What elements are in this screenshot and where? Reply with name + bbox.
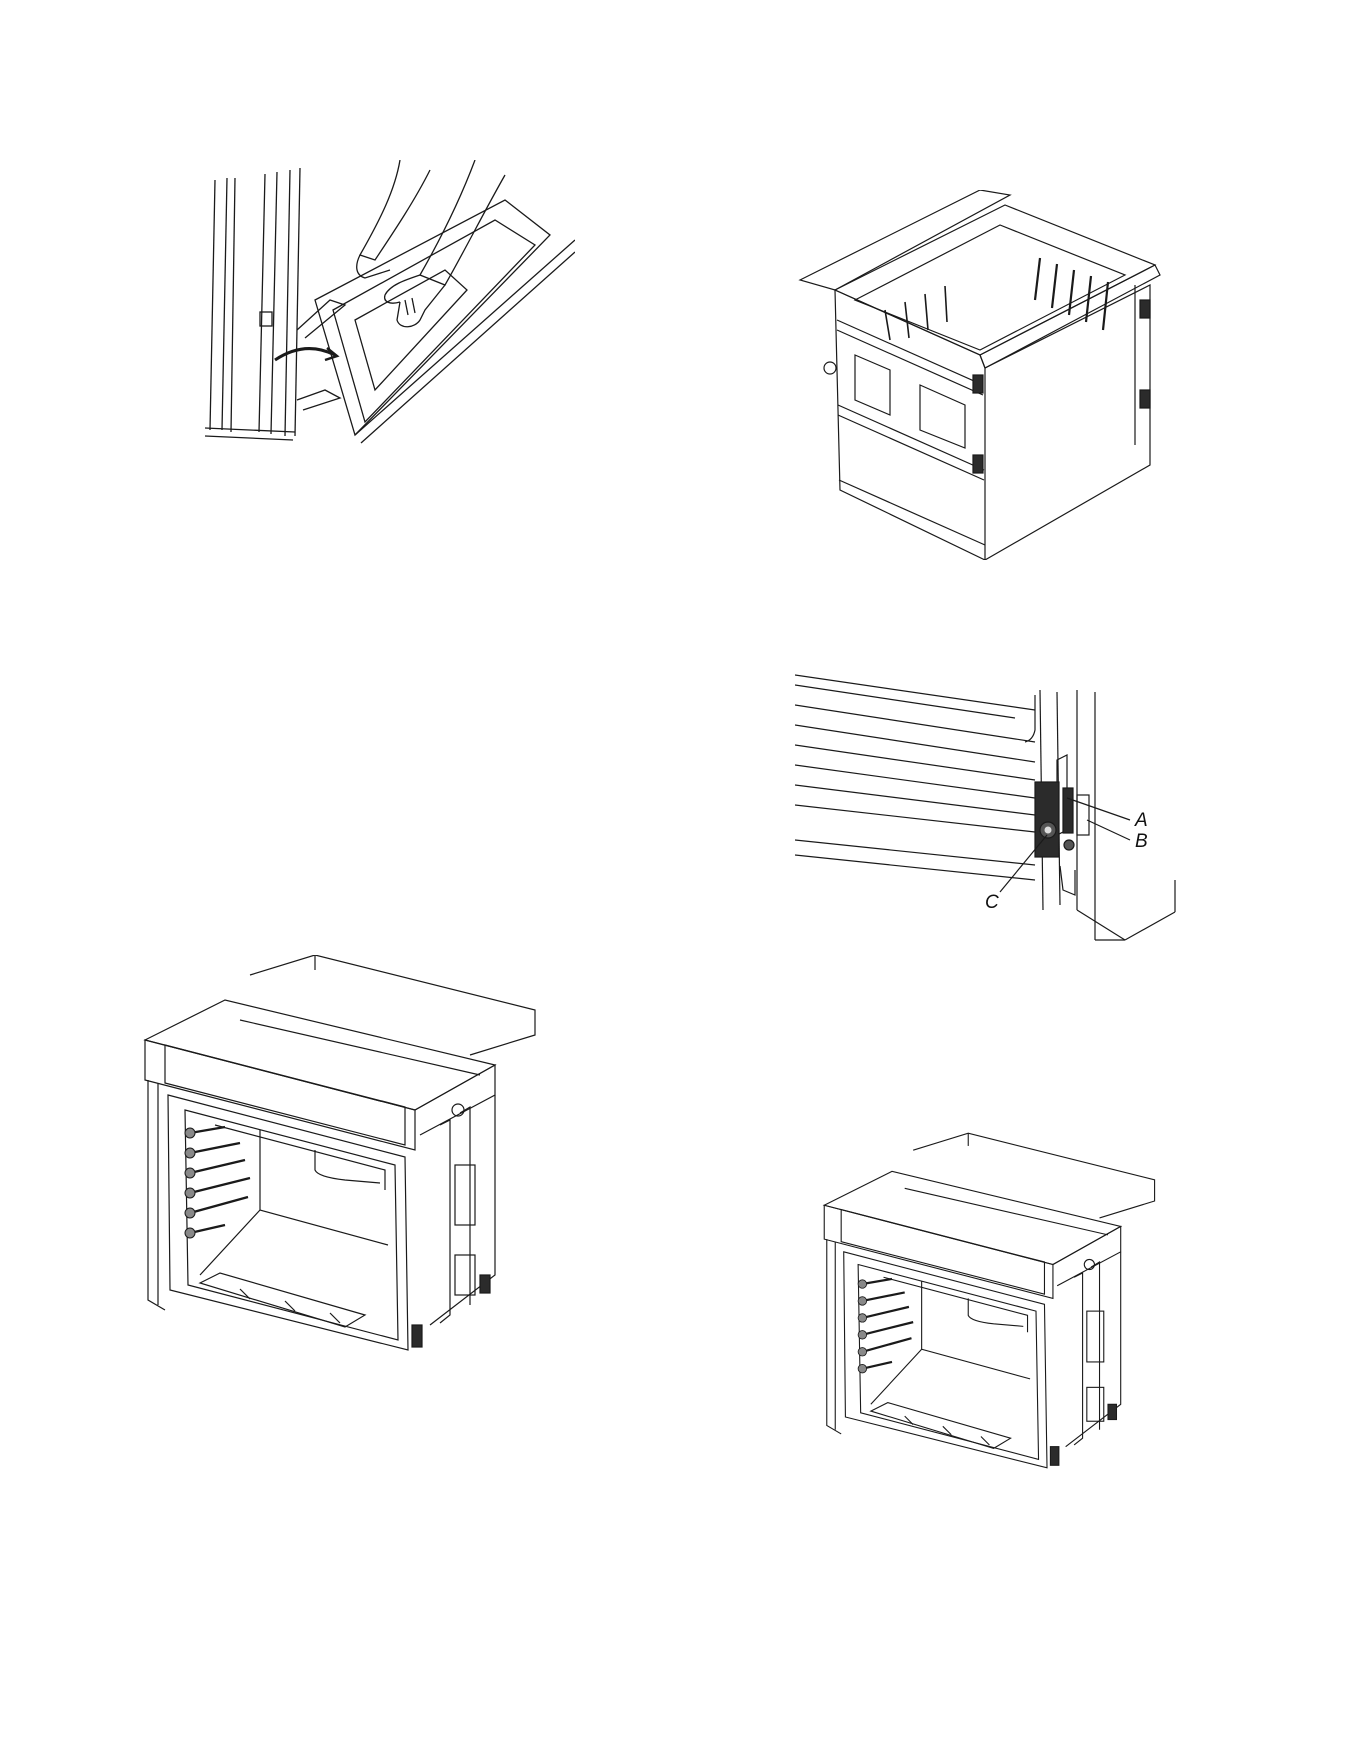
callout-c: C — [985, 892, 999, 913]
oven-cavity-figure — [795, 190, 1180, 560]
oven-chassis-illustration — [820, 1128, 1180, 1490]
oven-chassis-illustration — [140, 955, 565, 1370]
hinge-detail-figure: A B C — [795, 670, 1195, 950]
oven-assembly-left-figure — [140, 955, 565, 1370]
door-removal-figure — [205, 160, 575, 450]
callout-b: B — [1135, 831, 1148, 852]
door-removal-illustration — [205, 160, 575, 450]
hinge-bracket-illustration: A B C — [795, 670, 1195, 950]
oven-assembly-right-figure — [820, 1128, 1180, 1490]
oven-cavity-illustration — [795, 190, 1180, 560]
callout-a: A — [1134, 810, 1148, 831]
